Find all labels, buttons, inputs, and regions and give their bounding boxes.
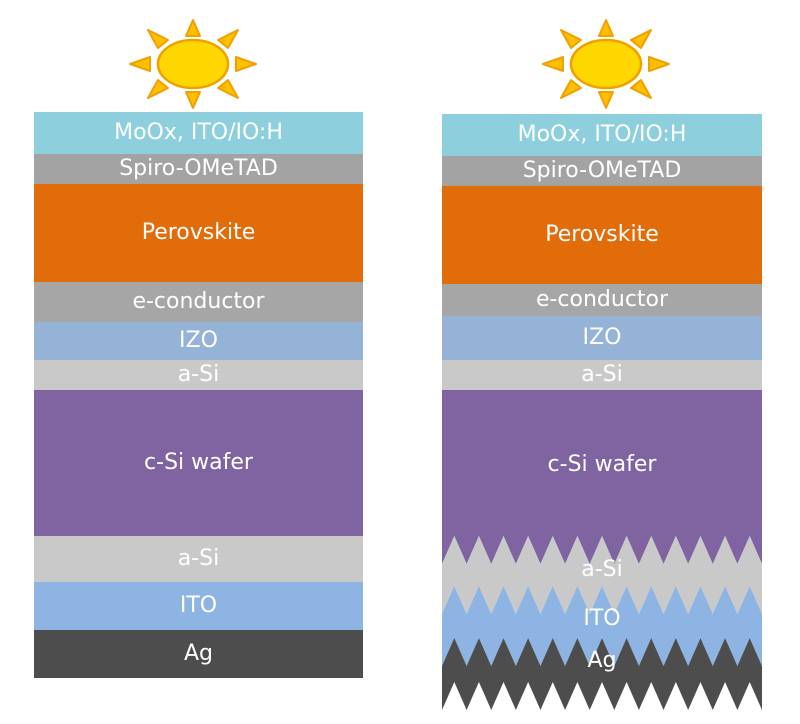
layer-izo: IZO (34, 322, 363, 360)
layer-label: a-Si (177, 362, 220, 387)
layer-perovskite: Perovskite (34, 184, 363, 282)
layer-label: ITO (179, 593, 218, 618)
layer-moox: MoOx, ITO/IO:H (34, 112, 363, 154)
layer-label: IZO (179, 328, 218, 353)
layer-e-conductor: e-conductor (442, 284, 762, 316)
layer-label: IZO (582, 325, 622, 350)
layer-label: e-conductor (535, 287, 669, 312)
layer-a-si-bottom: a-Si (34, 536, 363, 582)
layer-spiro: Spiro-OMeTAD (442, 156, 762, 186)
shape-ag (442, 638, 762, 710)
sun-icon (542, 19, 670, 109)
layer-label: Ag (183, 641, 213, 666)
layer-label: MoOx, ITO/IO:H (114, 120, 283, 145)
layer-spiro: Spiro-OMeTAD (34, 154, 363, 184)
shape-ito (442, 586, 762, 666)
sun-icon (129, 19, 257, 109)
layer-ag: Ag (34, 630, 363, 678)
right-stack: MoOx, ITO/IO:H Spiro-OMeTAD Perovskite e… (442, 114, 762, 710)
layer-c-si-wafer: c-Si wafer (34, 390, 363, 536)
shape-a-si-bottom (442, 536, 762, 614)
layer-label: c-Si wafer (144, 450, 253, 475)
left-stack: MoOx, ITO/IO:H Spiro-OMeTAD Perovskite e… (34, 112, 363, 678)
layer-label: Spiro-OMeTAD (522, 158, 682, 183)
layer-izo: IZO (442, 316, 762, 360)
layer-moox: MoOx, ITO/IO:H (442, 114, 762, 156)
layer-a-si-top: a-Si (34, 360, 363, 390)
layer-label: a-Si (177, 546, 220, 571)
layer-label: MoOx, ITO/IO:H (517, 122, 687, 147)
layer-label: a-Si (581, 362, 623, 387)
layer-label: Perovskite (141, 220, 256, 245)
sun-icon-left (129, 19, 257, 109)
layer-label: Perovskite (545, 222, 659, 247)
layer-label: e-conductor (132, 289, 265, 314)
layer-label: Spiro-OMeTAD (119, 156, 278, 181)
layer-a-si-top: a-Si (442, 360, 762, 390)
layer-e-conductor: e-conductor (34, 282, 363, 322)
layer-perovskite: Perovskite (442, 186, 762, 284)
layer-ito: ITO (34, 582, 363, 630)
sun-icon-right (542, 19, 670, 109)
textured-bottom-layers (442, 390, 762, 710)
shape-c-si-wafer (442, 390, 762, 564)
